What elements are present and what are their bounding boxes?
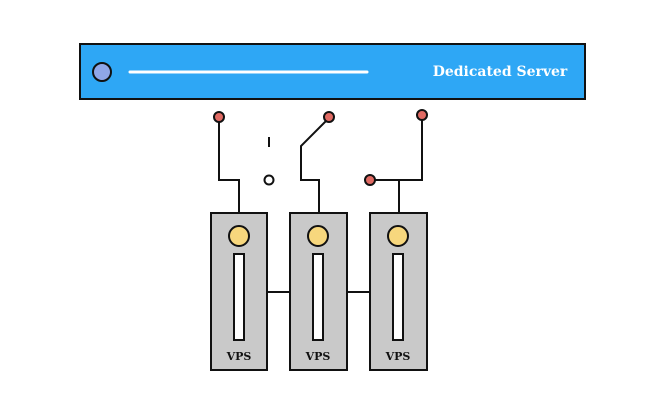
- vps-indicator-light: [228, 225, 250, 247]
- connection-wires: [218, 115, 423, 293]
- contact-red: [416, 109, 428, 121]
- contact-red: [323, 111, 335, 123]
- wire-vps-2: [300, 117, 330, 213]
- contact-open: [263, 174, 275, 186]
- vps-label: VPS: [305, 350, 331, 363]
- power-button-icon: [92, 62, 112, 82]
- vps-label: VPS: [385, 350, 411, 363]
- contact-red: [364, 174, 376, 186]
- dedicated-server: Dedicated Server: [79, 43, 586, 100]
- wire-vps-3: [370, 115, 423, 181]
- vps-label: VPS: [226, 350, 252, 363]
- vps-slot: [392, 253, 404, 341]
- server-label: Dedicated Server: [433, 64, 568, 80]
- vps-unit: VPS: [289, 212, 348, 371]
- vps-unit: VPS: [210, 212, 268, 371]
- contact-red: [213, 111, 225, 123]
- vps-chassis: [369, 212, 428, 371]
- vps-slot: [233, 253, 245, 341]
- vps-indicator-light: [387, 225, 409, 247]
- wire-vps-1: [218, 118, 240, 213]
- vps-indicator-light: [307, 225, 329, 247]
- vps-slot: [312, 253, 324, 341]
- contact-points: [213, 109, 428, 186]
- vps-unit: VPS: [369, 212, 428, 371]
